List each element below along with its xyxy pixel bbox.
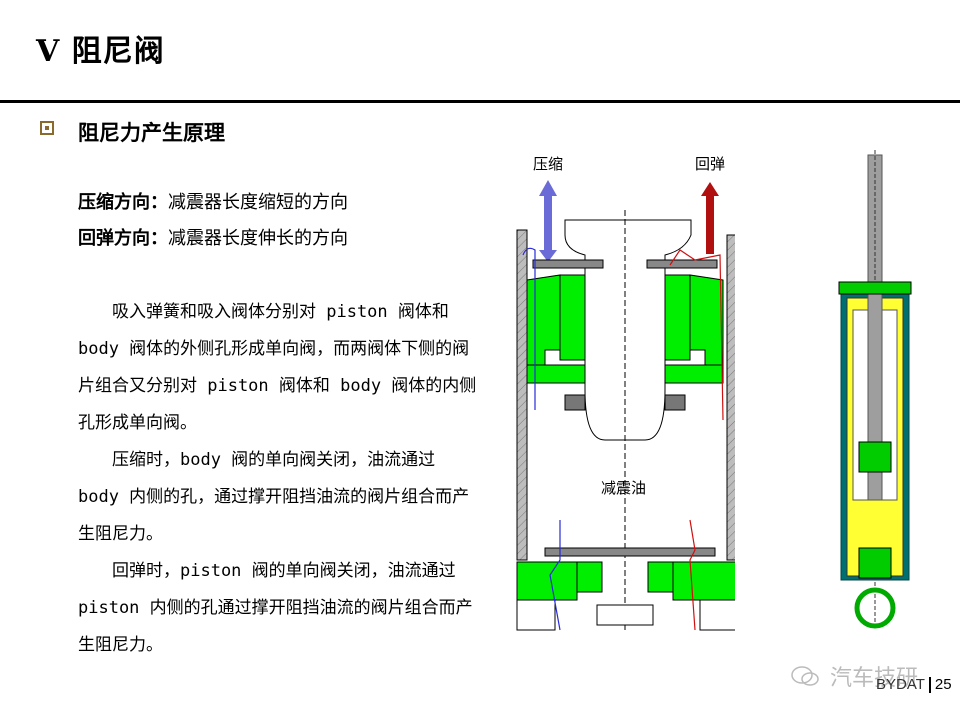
footer-brand: BYDAT: [876, 676, 925, 693]
paragraph-3: 回弹时，piston 阀的单向阀关闭，油流通过 piston 内侧的孔通过撑开阻…: [78, 561, 473, 655]
compression-label: 压缩: [533, 155, 563, 173]
paragraph-1: 吸入弹簧和吸入阀体分别对 piston 阀体和 body 阀体的外侧孔形成单向阀…: [78, 302, 477, 433]
page-footer: BYDAT 25: [876, 676, 952, 694]
left-tube-wall: [516, 229, 528, 561]
definition-rebound: 回弹方向：减震器长度伸长的方向: [78, 224, 348, 250]
page-number: 25: [934, 676, 952, 693]
definition-term: 压缩方向：: [78, 192, 168, 213]
square-bullet-icon: [40, 121, 54, 135]
shock-absorber-diagram: [838, 150, 912, 630]
definition-term: 回弹方向：: [78, 228, 168, 249]
wechat-watermark-icon: [791, 666, 819, 686]
section-title: 阻尼力产生原理: [78, 120, 225, 145]
paragraph-2: 压缩时，body 阀的单向阀关闭，油流通过 body 内侧的孔，通过撑开阻挡油流…: [78, 450, 470, 544]
valve-cross-section-diagram: 压缩 回弹 减震油: [516, 155, 735, 631]
definition-compression: 压缩方向：减震器长度缩短的方向: [78, 188, 348, 214]
footer-separator: [928, 677, 931, 694]
piston-rod: [564, 219, 692, 441]
piston-valve: [526, 259, 724, 411]
right-tube-wall: [726, 234, 735, 561]
body-text: 吸入弹簧和吸入阀体分别对 piston 阀体和 body 阀体的外侧孔形成单向阀…: [78, 294, 478, 664]
definition-desc: 减震器长度伸长的方向: [168, 228, 348, 249]
title-divider: [0, 100, 960, 103]
compression-arrow: [539, 180, 557, 262]
base-valve: [516, 547, 735, 631]
oil-label: 减震油: [601, 479, 646, 497]
rebound-arrow: [701, 182, 719, 254]
definition-desc: 减震器长度缩短的方向: [168, 192, 348, 213]
slide-title: V 阻尼阀: [36, 34, 165, 69]
rebound-label: 回弹: [695, 155, 725, 173]
watermark-text: 汽车技研: [830, 666, 919, 691]
